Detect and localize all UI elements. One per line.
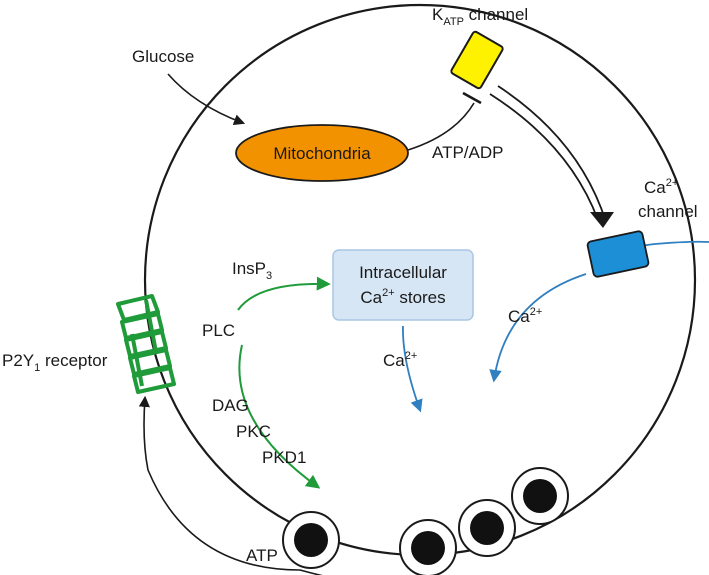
insulin-granule-icon (399, 519, 457, 575)
stores-label-line2: Ca2+ stores (360, 287, 445, 307)
p2y1-receptor-label: P2Y1 receptor (2, 351, 108, 374)
ca-influx-arrow (489, 273, 587, 383)
katp-channel-label: KATP channel (432, 5, 528, 28)
depolarization-arrow-inner (489, 93, 599, 221)
atp-label: ATP (246, 546, 278, 565)
glucose-label: Glucose (132, 47, 194, 66)
serpentine-receptor-icon (116, 294, 176, 394)
ca-release-label: Ca2+ (383, 350, 417, 370)
depolarization-arrowhead (590, 212, 614, 228)
glucose-arrow (167, 73, 246, 126)
katp-channel-icon (450, 30, 504, 90)
ca-channel-icon (586, 230, 650, 278)
dag-label: DAG (212, 396, 249, 415)
pkc-label: PKC (236, 422, 271, 441)
mitochondria-label: Mitochondria (273, 144, 371, 163)
pkd1-label: PKD1 (262, 448, 306, 467)
intracellular-stores-box (332, 249, 474, 321)
ca-channel-label-line2: channel (638, 202, 698, 221)
ca-influx-label: Ca2+ (508, 306, 542, 326)
depolarization-arrow (497, 85, 607, 223)
insp3-label: InsP3 (232, 259, 272, 282)
insulin-granule-icon (511, 467, 569, 525)
insulin-granule-icon (458, 499, 516, 557)
atp-adp-inhibition-line (407, 102, 475, 151)
ca-release-arrow (402, 325, 423, 413)
insulin-granule-icon (282, 511, 340, 569)
atp-release-arrow (138, 395, 436, 575)
stores-label-line1: Intracellular (359, 263, 447, 282)
mitochondria-organelle (235, 124, 409, 182)
atp-adp-label: ATP/ADP (432, 143, 503, 162)
insp3-arrow (237, 276, 331, 311)
ca-channel-label-line1: Ca2+ (644, 177, 678, 197)
dag-pkc-pkd1-arrow (238, 344, 321, 489)
plc-label: PLC (202, 321, 235, 340)
inhibition-bar-icon (462, 91, 482, 105)
